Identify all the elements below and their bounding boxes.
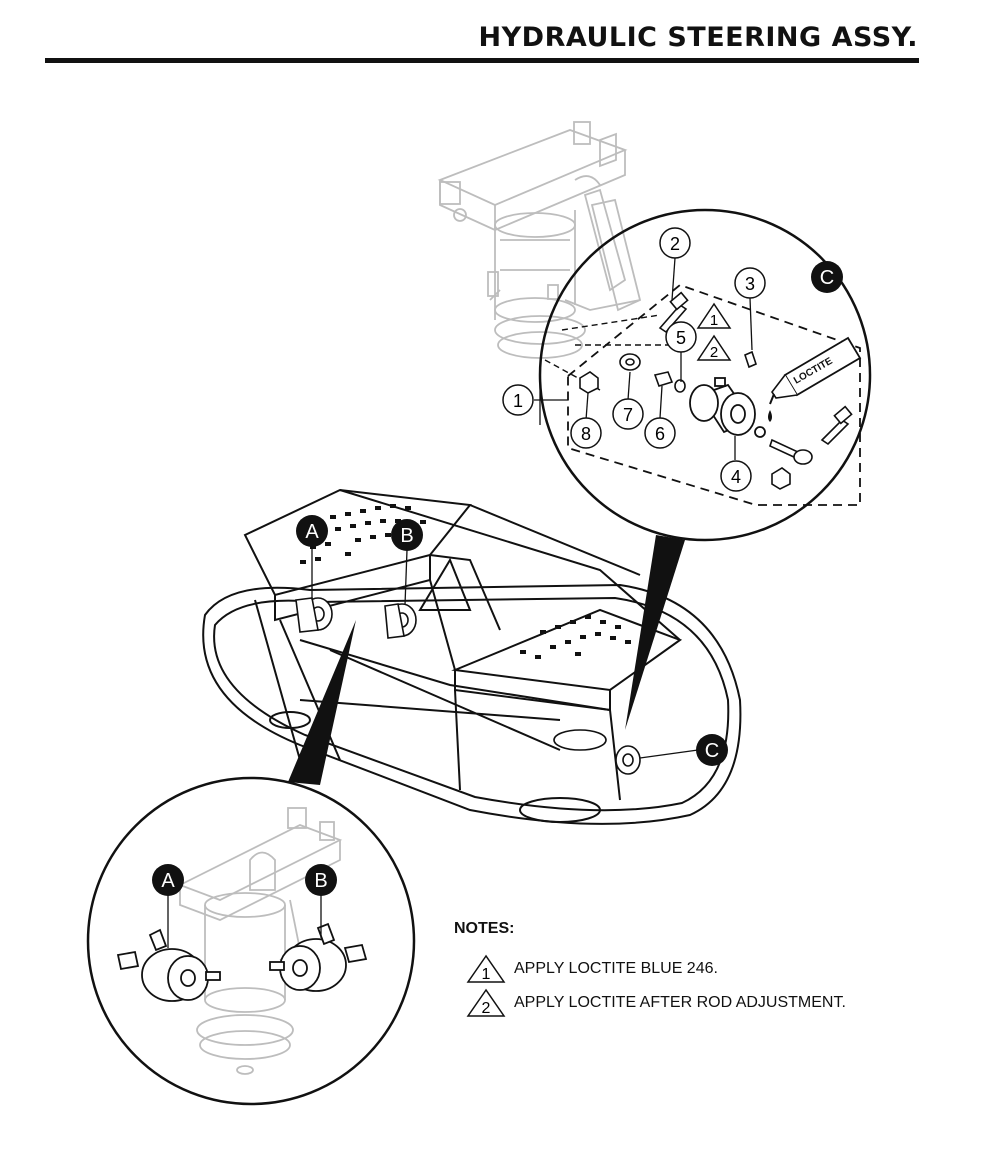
part-jam-nut-5 [674,379,686,393]
part-spacer-6 [653,371,674,387]
note-triangle-1-label: 1 [710,312,718,329]
main-cylinder-b [384,603,417,639]
badge-b-main-label: B [400,525,413,547]
detail-ab-circle [86,776,416,1106]
callout-part-4: 4 [720,460,752,492]
note-1-ref: 1 [482,966,491,983]
badge-b-detail-label: B [314,870,327,892]
badge-a-detail-label: A [161,870,175,892]
callout-part-5: 5 [665,321,697,353]
callout-part-1: 1 [502,384,534,416]
note-2-triangle-icon: 2 [466,988,506,1017]
detail-c-wedge [625,535,685,730]
callout-part-7: 7 [612,398,644,430]
notes-heading: NOTES: [454,920,515,937]
detail-cylinder-a [116,928,221,1002]
callout-part-4-label: 4 [731,467,741,487]
callout-part-2: 2 [659,227,691,259]
note-1-text: APPLY LOCTITE BLUE 246. [514,960,718,977]
notes-section: NOTES: 1 APPLY LOCTITE BLUE 246. 2 APPLY… [454,920,934,1020]
note-2-text: APPLY LOCTITE AFTER ROD ADJUSTMENT. [514,994,846,1011]
callout-part-2-label: 2 [670,234,680,254]
callout-part-5-label: 5 [676,328,686,348]
main-cylinder-c [553,729,641,775]
deck-perforations-right [520,615,631,659]
callout-part-6-label: 6 [655,424,665,444]
main-callout-leaders [311,547,699,759]
ghost-gearbox-assembly [437,121,642,359]
note-item-2: 2 APPLY LOCTITE AFTER ROD ADJUSTMENT. [454,986,934,1020]
part-bolt-long [658,291,689,334]
note-2-ref: 2 [482,1000,491,1017]
badge-c-upper-label: C [820,267,834,289]
badge-b-main: B [391,519,423,551]
callout-bubbles: 2 3 5 1 7 6 8 4 [502,227,766,492]
part-bolt-right [820,405,853,446]
badge-c-upper: C [811,261,843,293]
note-triangle-2: 2 [696,334,732,361]
detail-ab-wedge [288,620,356,785]
note-1-triangle-icon: 1 [466,954,506,983]
deck-perforations-left [300,504,426,564]
callout-part-6: 6 [644,417,676,449]
callout-part-1-label: 1 [513,391,523,411]
note-triangle-1: 1 [696,302,732,329]
part-rod-end-right [769,438,813,465]
detail-badges: C A B C A B [152,261,843,896]
badge-c-main-label: C [705,740,719,762]
page-title: HYDRAULIC STEERING ASSY. [478,22,918,53]
ghost-lower-assembly [177,807,343,1075]
badge-c-main: C [696,734,728,766]
detail-cylinder-b [269,922,368,992]
callout-part-7-label: 7 [623,405,633,425]
badge-b-detail: B [305,864,337,896]
callout-leaders [534,257,753,460]
part-rod-end-7 [619,353,641,371]
part-elbow-fitting-3 [744,350,757,369]
note-item-1: 1 APPLY LOCTITE BLUE 246. [454,952,934,986]
part-nut-8 [579,371,599,394]
callout-part-3-label: 3 [745,274,755,294]
detail-ab-leaders [167,893,322,948]
badge-a-detail: A [152,864,184,896]
main-cylinder-a [295,597,333,633]
badge-a-main-label: A [305,521,319,543]
badge-a-main: A [296,515,328,547]
part-cylinder-4 [689,377,766,438]
callout-part-3: 3 [734,267,766,299]
title-rule [45,58,919,63]
callout-part-8-label: 8 [581,424,591,444]
part-nut-right [771,467,791,490]
detail-c-circle [538,208,872,542]
callout-part-8: 8 [570,417,602,449]
note-triangle-2-label: 2 [710,344,718,361]
